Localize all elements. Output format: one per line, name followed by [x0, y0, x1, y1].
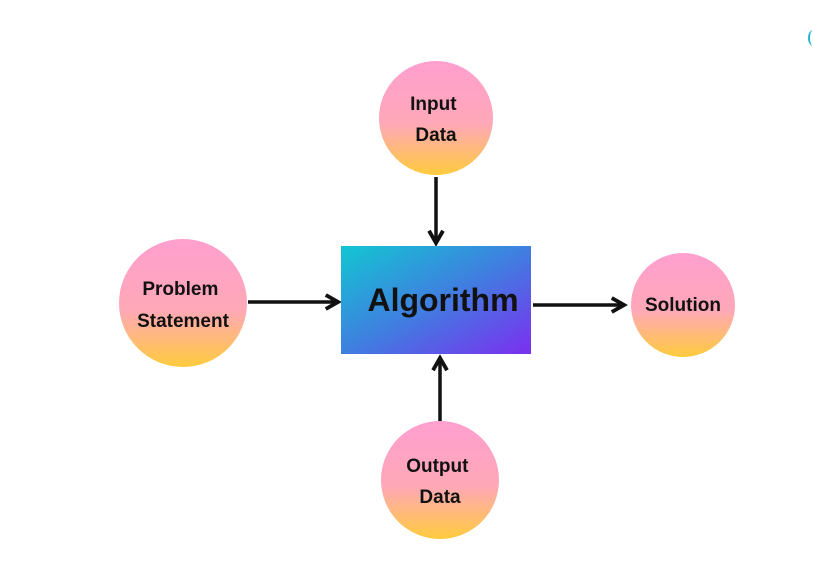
- problem-statement-node: [119, 239, 247, 367]
- problem-statement-label: Problem Statement: [137, 279, 230, 332]
- input-data-node: [379, 61, 493, 175]
- solution-label: Solution: [645, 295, 721, 316]
- algorithm-label: Algorithm: [367, 282, 518, 318]
- solution-node: [631, 253, 735, 357]
- edge-fragment: [808, 30, 813, 46]
- output-data-label: Output Data: [406, 456, 474, 508]
- algorithm-box: [341, 246, 531, 354]
- input-data-label: Input Data: [410, 94, 462, 146]
- output-data-node: [381, 421, 499, 539]
